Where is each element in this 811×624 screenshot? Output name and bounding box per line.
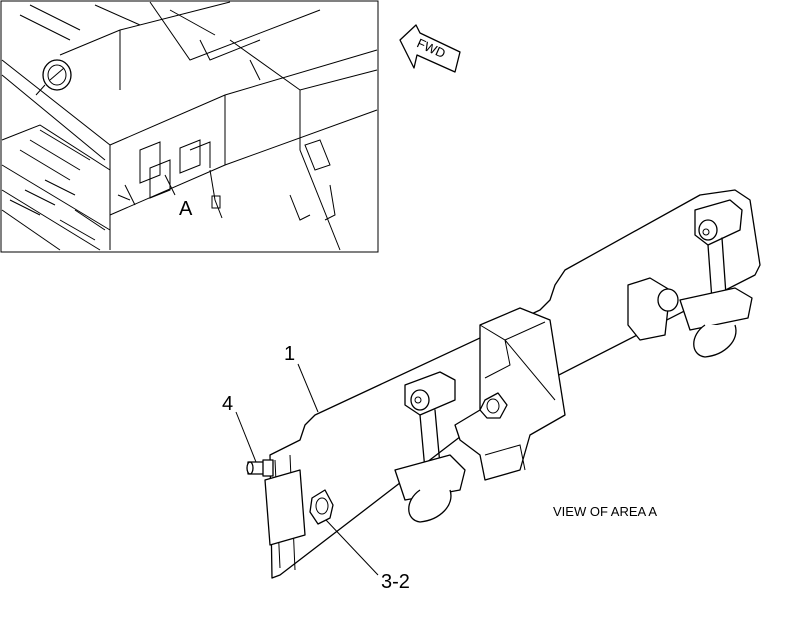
center-bracket	[454, 307, 566, 481]
leader-item-4	[235, 411, 257, 463]
stud	[246, 459, 274, 477]
view-caption: VIEW OF AREA A	[553, 504, 657, 519]
overview-inset: A	[0, 0, 379, 253]
nut	[309, 489, 334, 525]
inset-bracket-detail	[117, 139, 223, 219]
area-label: A	[179, 198, 193, 220]
forward-arrow-icon: FWD	[399, 24, 461, 73]
inset-frame	[0, 0, 379, 253]
bracket-assembly: 1 4 3-2	[222, 189, 761, 593]
leader-item-1	[297, 363, 319, 413]
left-mount-tab	[264, 469, 306, 546]
inset-machine-outline	[1, 1, 378, 251]
leader-lines	[235, 363, 379, 576]
callout-item-3-2: 3-2	[381, 571, 410, 593]
gauge-icon	[35, 59, 72, 96]
leader-item-3-2	[325, 519, 379, 576]
left-latch	[394, 371, 466, 523]
callout-item-1: 1	[284, 343, 295, 365]
center-bolt	[479, 392, 508, 419]
callout-item-4: 4	[222, 393, 233, 415]
right-latch	[627, 199, 753, 358]
